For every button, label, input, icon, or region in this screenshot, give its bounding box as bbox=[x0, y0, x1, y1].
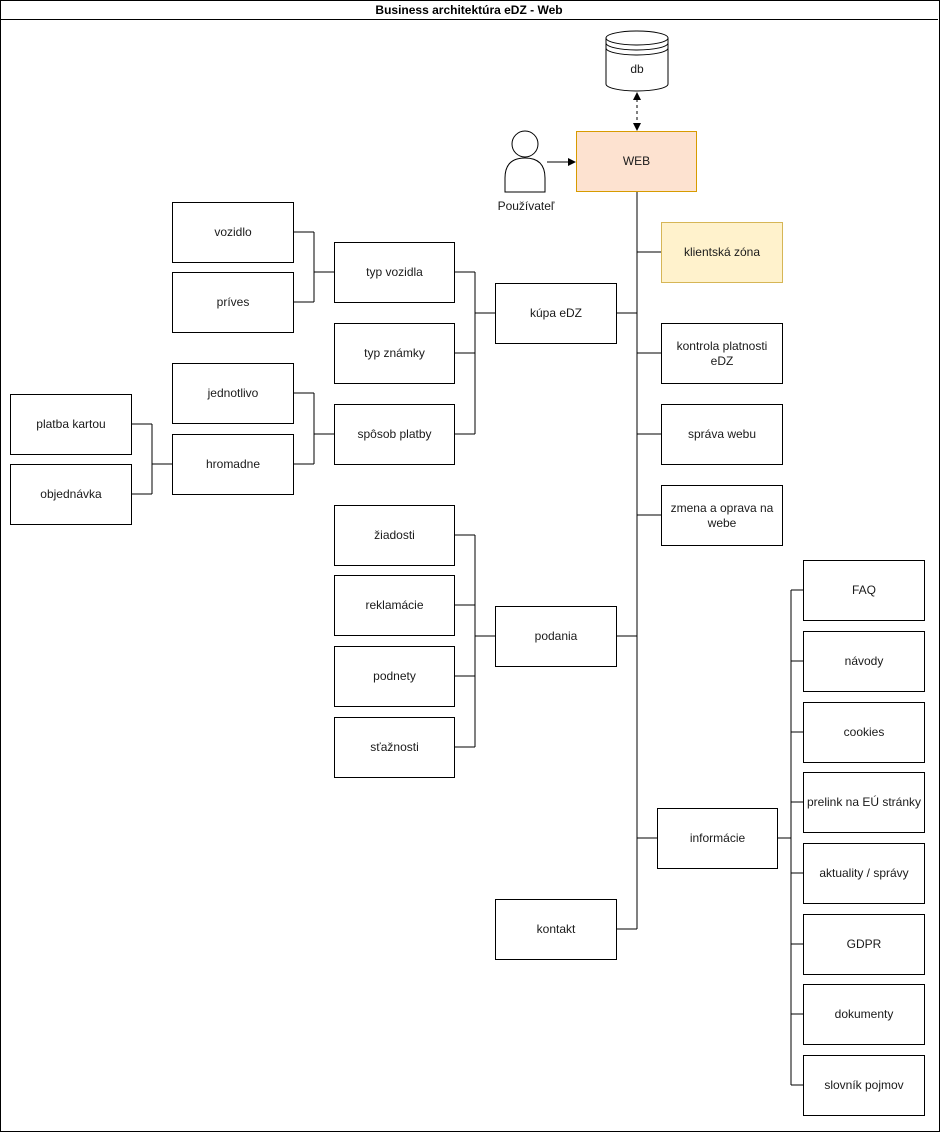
node-zmena-oprava[interactable]: zmena a oprava na webe bbox=[661, 485, 783, 546]
node-dokumenty[interactable]: dokumenty bbox=[803, 984, 925, 1045]
node-cookies[interactable]: cookies bbox=[803, 702, 925, 763]
node-vozidlo[interactable]: vozidlo bbox=[172, 202, 294, 263]
node-klientska-zona[interactable]: klientská zóna bbox=[661, 222, 783, 283]
database-icon bbox=[605, 30, 669, 92]
node-navody[interactable]: návody bbox=[803, 631, 925, 692]
node-podnety[interactable]: podnety bbox=[334, 646, 455, 707]
node-kontakt[interactable]: kontakt bbox=[495, 899, 617, 960]
node-typ-vozidla[interactable]: typ vozidla bbox=[334, 242, 455, 303]
node-podania[interactable]: podania bbox=[495, 606, 617, 667]
node-objednavka[interactable]: objednávka bbox=[10, 464, 132, 525]
node-slovnik-pojmov[interactable]: slovník pojmov bbox=[803, 1055, 925, 1116]
node-prelink-eu[interactable]: prelink na EÚ stránky bbox=[803, 772, 925, 833]
node-sposob-platby[interactable]: spôsob platby bbox=[334, 404, 455, 465]
node-typ-znamky[interactable]: typ známky bbox=[334, 323, 455, 384]
diagram-title: Business architektúra eDZ - Web bbox=[0, 0, 938, 20]
node-sprava-webu[interactable]: správa webu bbox=[661, 404, 783, 465]
node-platba-kartou[interactable]: platba kartou bbox=[10, 394, 132, 455]
user-label: Používateľ bbox=[497, 199, 555, 213]
node-prives[interactable]: príves bbox=[172, 272, 294, 333]
tree-connectors bbox=[132, 192, 803, 1086]
node-informacie[interactable]: informácie bbox=[657, 808, 778, 869]
node-ziadosti[interactable]: žiadosti bbox=[334, 505, 455, 566]
node-staznosti[interactable]: sťažnosti bbox=[334, 717, 455, 778]
node-kupa-edz[interactable]: kúpa eDZ bbox=[495, 283, 617, 344]
node-reklamacie[interactable]: reklamácie bbox=[334, 575, 455, 636]
node-gdpr[interactable]: GDPR bbox=[803, 914, 925, 975]
node-web[interactable]: WEB bbox=[576, 131, 697, 192]
db-label: db bbox=[630, 62, 644, 76]
node-jednotlivo[interactable]: jednotlivo bbox=[172, 363, 294, 424]
node-aktuality[interactable]: aktuality / správy bbox=[803, 843, 925, 904]
node-kontrola-platnosti[interactable]: kontrola platnosti eDZ bbox=[661, 323, 783, 384]
node-faq[interactable]: FAQ bbox=[803, 560, 925, 621]
user-icon bbox=[504, 130, 546, 193]
node-hromadne[interactable]: hromadne bbox=[172, 434, 294, 495]
